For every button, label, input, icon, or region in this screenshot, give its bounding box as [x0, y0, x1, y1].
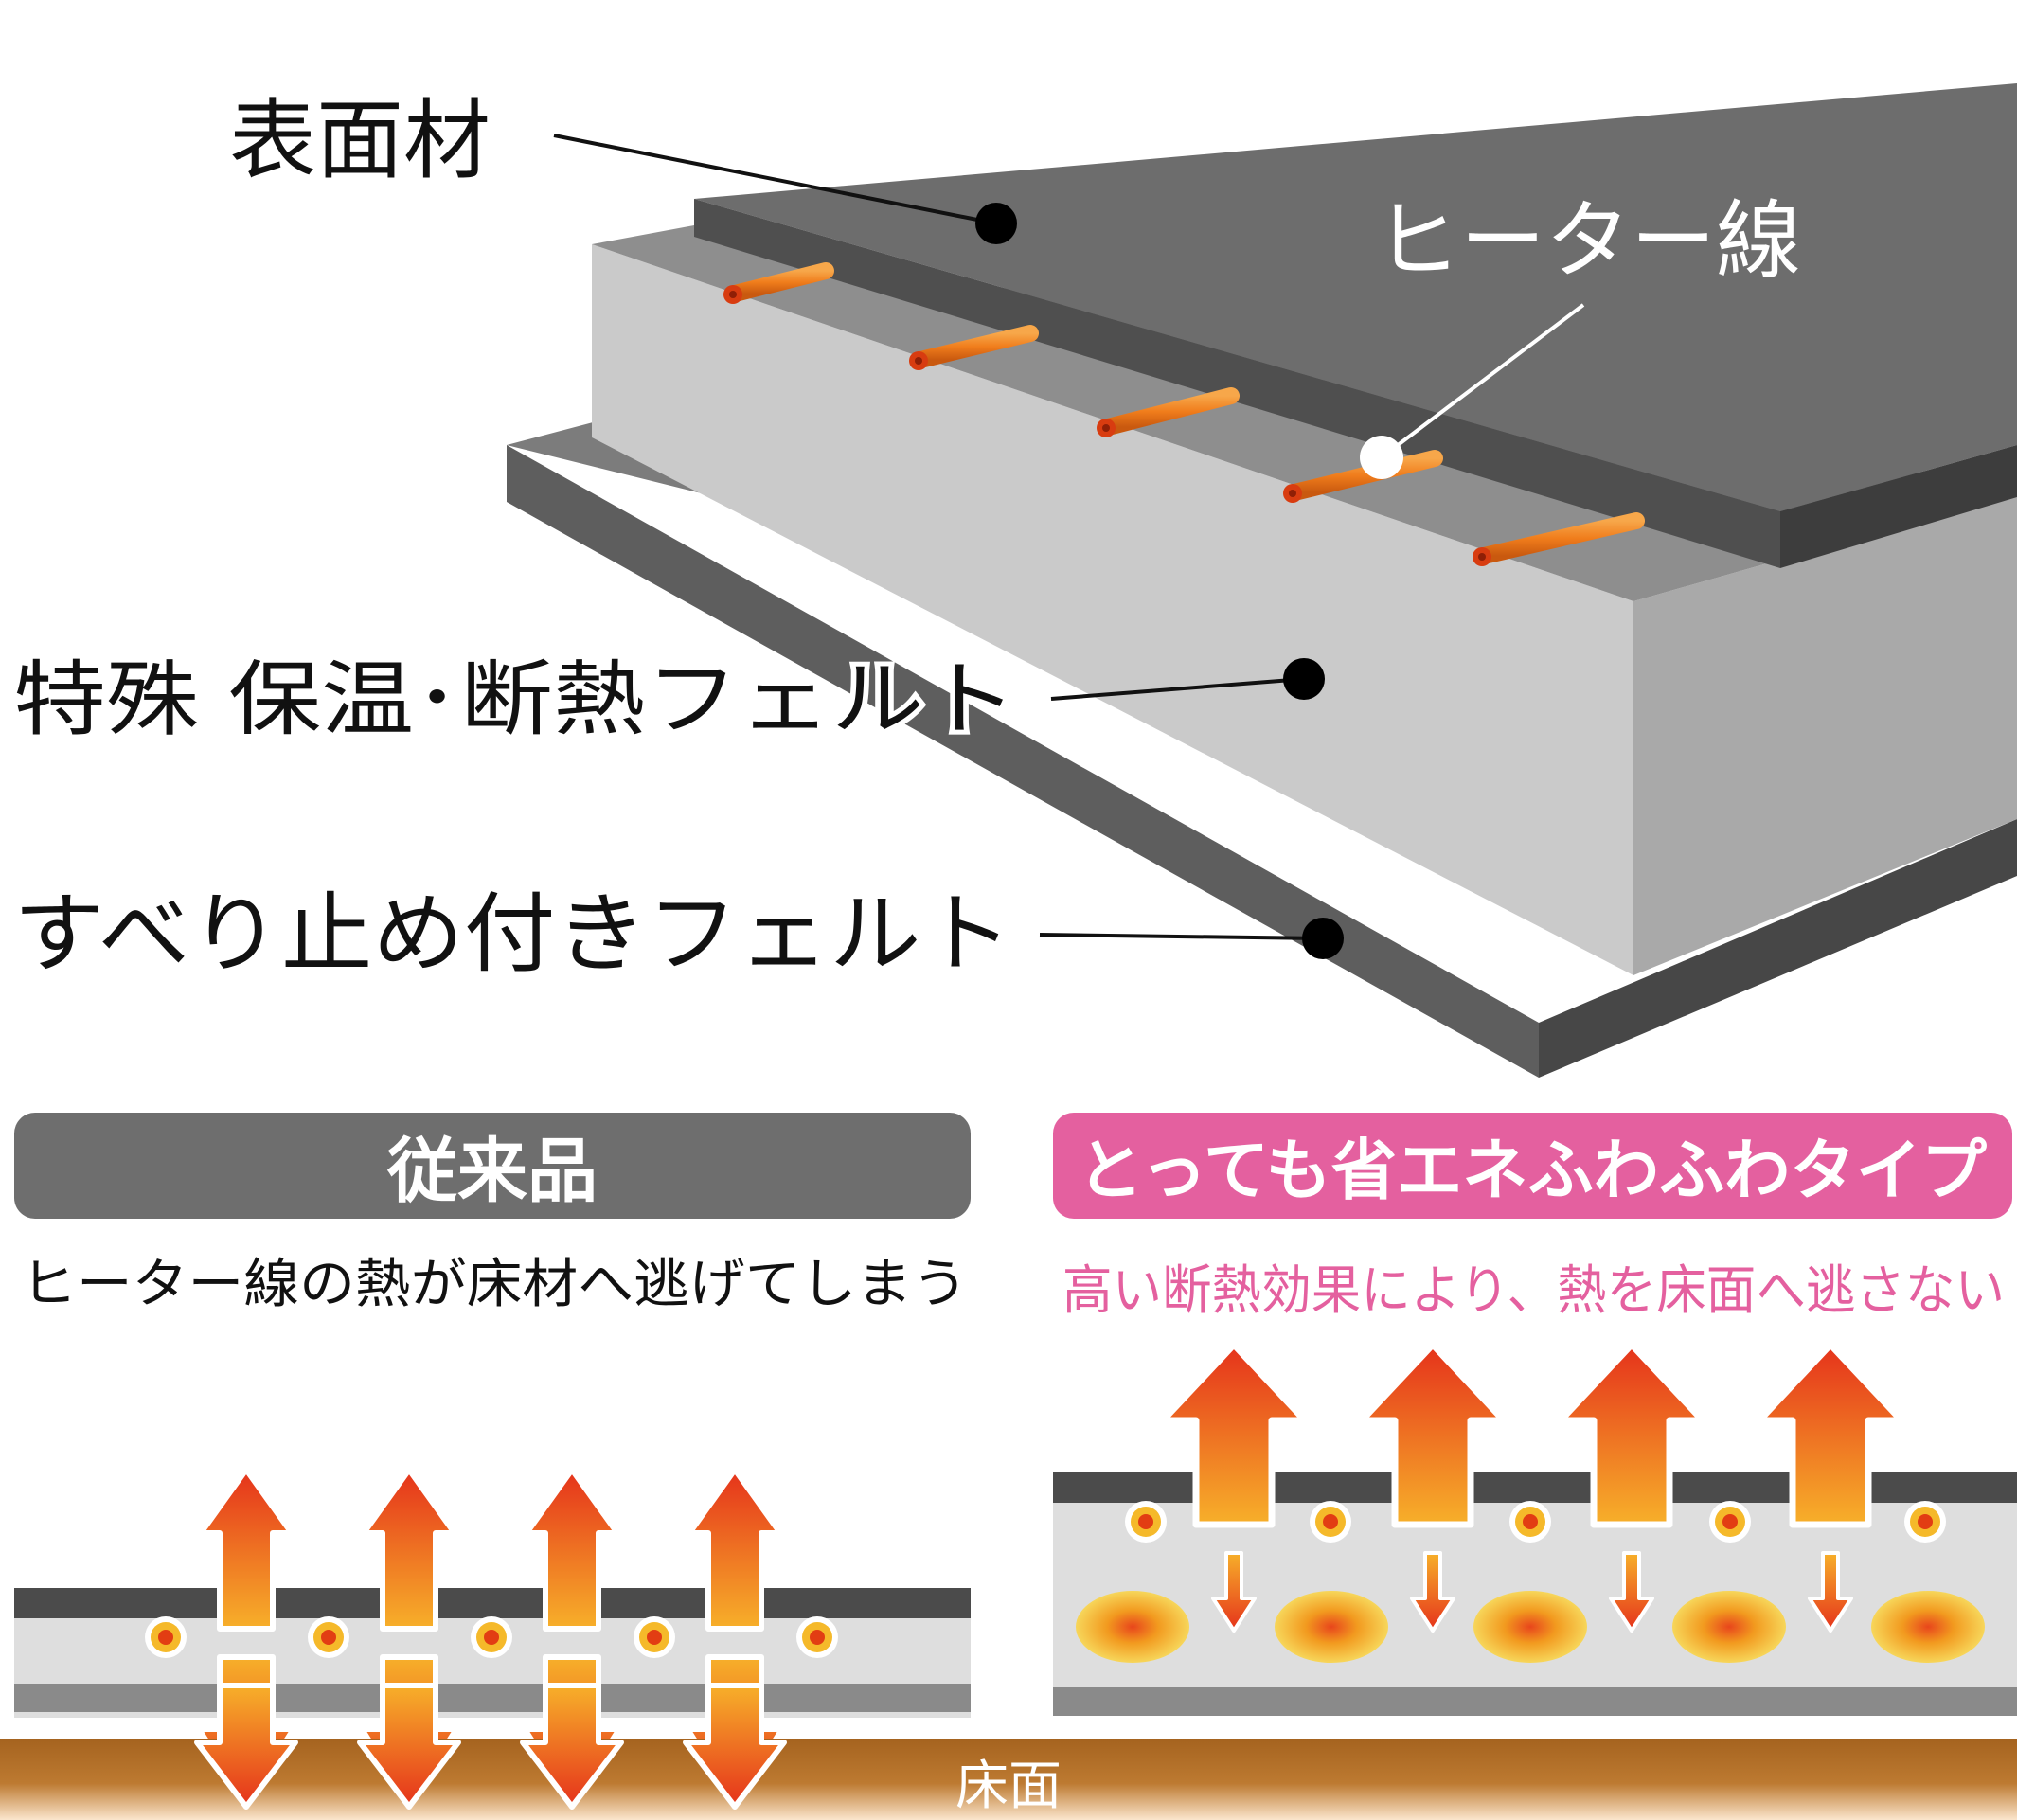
- heater-leader-dot: [1360, 436, 1403, 479]
- antislip-felt-label: すべり止め付きフェルト: [13, 883, 1012, 985]
- heater-dot: [471, 1616, 512, 1658]
- energy-saving-title: とっても省エネふわふわタイプ: [1078, 1132, 1987, 1209]
- floor-surface: [0, 1739, 2017, 1820]
- retained-heat-blob: [1076, 1591, 1189, 1663]
- conventional-heat-down-arrows-overlay: [194, 1683, 787, 1810]
- antislip-leader-dot: [1302, 918, 1344, 959]
- retained-heat-blob: [1275, 1591, 1388, 1663]
- heat-up-arrow: [524, 1467, 620, 1632]
- surface-material-top: [694, 83, 2017, 511]
- heat-up-arrow: [1358, 1341, 1508, 1528]
- heater-leader-line: [1380, 303, 1585, 459]
- heater-dot: [308, 1616, 349, 1658]
- conventional-title: 従来品: [386, 1131, 598, 1212]
- layer-stack-illustration: [507, 83, 2017, 1078]
- heat-up-arrow: [1557, 1341, 1706, 1528]
- heater-dot: [1125, 1501, 1167, 1543]
- insulation-felt-side: [1633, 492, 2017, 975]
- antislip-felt-front: [507, 445, 1539, 1078]
- heat-down-arrow: [194, 1683, 298, 1810]
- heater-dot: [1509, 1501, 1551, 1543]
- conventional-title-box: [14, 1113, 971, 1219]
- energy-saving-bottom-layer: [1053, 1687, 2017, 1716]
- heater-wire: [1473, 512, 1645, 566]
- energy-saving-heater-dots: [1125, 1501, 1946, 1543]
- heater-wire: [723, 262, 834, 304]
- retained-heat-blob: [1473, 1591, 1587, 1663]
- conventional-panel: 従来品 ヒーター線の熱が床材へ逃げてしまう: [14, 1113, 971, 1807]
- small-down-arrow: [1211, 1551, 1257, 1633]
- heater-wire: [1283, 450, 1443, 503]
- heater-dot: [634, 1616, 675, 1658]
- small-down-arrow: [1808, 1551, 1853, 1633]
- heat-down-arrow: [357, 1683, 461, 1810]
- floor-label: 床面: [955, 1756, 1062, 1817]
- insulation-felt-label: 特殊 保温･断熱フェルト: [13, 652, 1017, 747]
- conventional-surface-layer: [14, 1588, 971, 1618]
- energy-saving-title-box: [1053, 1113, 2012, 1219]
- antislip-felt-side: [1539, 819, 2017, 1078]
- small-down-arrow: [1410, 1551, 1455, 1633]
- conventional-heater-dots: [145, 1616, 838, 1658]
- surface-leader-dot: [975, 203, 1017, 244]
- heater-wire-label: ヒーター線: [1375, 191, 1801, 291]
- insulation-felt-front: [592, 244, 1633, 975]
- heater-wire: [1097, 387, 1240, 437]
- surface-leader-line: [553, 134, 997, 225]
- surface-material-front: [694, 199, 1780, 568]
- insulation-leader-line: [1050, 677, 1305, 701]
- small-down-arrow: [1609, 1551, 1654, 1633]
- heat-up-arrow: [198, 1467, 295, 1632]
- energy-saving-small-down-arrows: [1211, 1551, 1853, 1633]
- heater-dot: [1310, 1501, 1351, 1543]
- heat-down-arrow: [520, 1683, 624, 1810]
- conventional-caption: ヒーター線の熱が床材へ逃げてしまう: [21, 1254, 968, 1315]
- insulation-leader-dot: [1283, 658, 1325, 700]
- surface-material-side: [1780, 445, 2017, 568]
- heater-dot: [796, 1616, 838, 1658]
- heater-wire: [909, 325, 1039, 370]
- energy-saving-panel: とっても省エネふわふわタイプ 高い断熱効果により、熱を床面へ逃さない: [1053, 1113, 2017, 1716]
- energy-saving-heat-up-arrows: [1159, 1341, 1905, 1528]
- antislip-leader-line: [1039, 933, 1324, 940]
- energy-saving-heat-blobs: [1076, 1591, 1985, 1663]
- heater-wires: [723, 262, 1645, 566]
- surface-material-label: 表面材: [229, 90, 491, 191]
- heat-up-arrow: [361, 1467, 457, 1632]
- heater-dot: [145, 1616, 187, 1658]
- heat-up-arrow: [1756, 1341, 1905, 1528]
- heat-up-arrow: [1159, 1341, 1309, 1528]
- heater-dot: [1709, 1501, 1751, 1543]
- heat-down-arrow: [683, 1683, 787, 1810]
- heater-dot: [1904, 1501, 1946, 1543]
- retained-heat-blob: [1672, 1591, 1786, 1663]
- conventional-bottom-layer: [14, 1684, 971, 1712]
- conventional-heat-up-arrows: [198, 1467, 783, 1632]
- retained-heat-blob: [1871, 1591, 1985, 1663]
- heat-up-arrow: [687, 1467, 783, 1632]
- energy-saving-caption: 高い断熱効果により、熱を床面へ逃さない: [1062, 1260, 2005, 1322]
